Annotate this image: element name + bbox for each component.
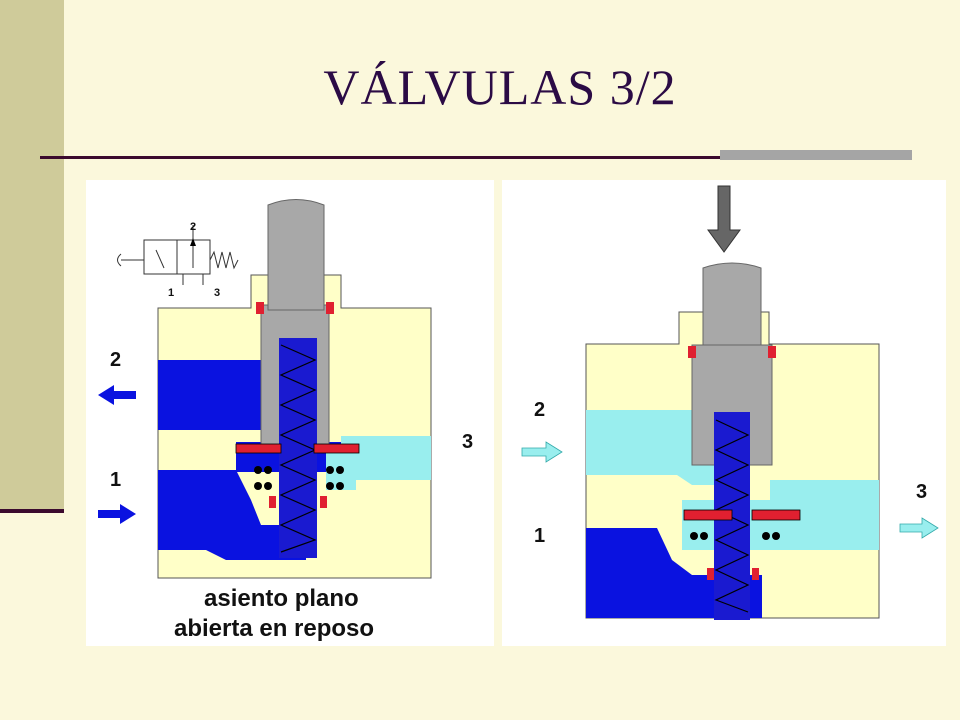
arrow-left-icon <box>98 385 136 405</box>
o-ring <box>336 466 344 474</box>
exhaust-passage-3 <box>341 436 431 480</box>
upper-seal-right <box>326 302 334 314</box>
upper-seal-left <box>688 346 696 358</box>
upper-seal-left <box>256 302 264 314</box>
lower-seal-right <box>752 568 759 580</box>
right-valve-panel: 2 1 3 <box>502 180 946 646</box>
port-2-label: 2 <box>534 399 545 421</box>
o-ring <box>762 532 770 540</box>
port-1-label: 1 <box>110 469 121 491</box>
disc-seal-right <box>313 443 360 454</box>
disc-seal-left <box>235 443 282 454</box>
symbol-port-1: 1 <box>168 287 174 299</box>
valve-symbol <box>117 225 239 285</box>
arrow-right-icon <box>521 441 563 463</box>
symbol-port-2: 2 <box>190 221 196 233</box>
o-ring <box>772 532 780 540</box>
sidebar-rule <box>0 509 64 513</box>
left-valve-diagram: 2 1 3 2 1 3 asiento plano abierta en rep… <box>98 199 473 642</box>
o-ring <box>700 532 708 540</box>
symbol-arrow-icon <box>190 238 196 246</box>
lower-seal-right <box>320 496 327 508</box>
o-ring <box>254 482 262 490</box>
upper-seal-right <box>768 346 776 358</box>
o-ring <box>326 482 334 490</box>
disc-seal-left <box>683 509 733 521</box>
actuation-arrow-icon <box>707 185 741 253</box>
title-underline <box>40 156 912 159</box>
o-ring <box>326 466 334 474</box>
pressure-passage-1 <box>158 470 306 560</box>
title-underline-accent <box>720 150 912 160</box>
lower-seal-left <box>707 568 714 580</box>
left-valve-panel: 2 1 3 2 1 3 asiento plano abierta en rep… <box>86 180 494 646</box>
port-3-label: 3 <box>916 481 927 503</box>
right-valve-diagram: 2 1 3 <box>521 185 939 620</box>
o-ring <box>254 466 262 474</box>
port-3-label: 3 <box>462 431 473 453</box>
o-ring <box>690 532 698 540</box>
caption-line-1: asiento plano <box>204 585 359 612</box>
arrow-right-icon <box>899 517 939 539</box>
o-ring <box>264 482 272 490</box>
arrow-right-icon <box>98 504 136 524</box>
o-ring <box>264 466 272 474</box>
disc-seal-right <box>751 509 801 521</box>
symbol-port-3: 3 <box>214 287 220 299</box>
sidebar-band <box>0 0 64 510</box>
caption-line-2: abierta en reposo <box>174 615 374 642</box>
slide-title: VÁLVULAS 3/2 <box>323 59 677 115</box>
port-2-label: 2 <box>110 349 121 371</box>
exhaust-passage-3 <box>770 480 879 550</box>
lower-seal-left <box>269 496 276 508</box>
plunger-cap <box>267 199 325 311</box>
o-ring <box>336 482 344 490</box>
port-1-label: 1 <box>534 525 545 547</box>
